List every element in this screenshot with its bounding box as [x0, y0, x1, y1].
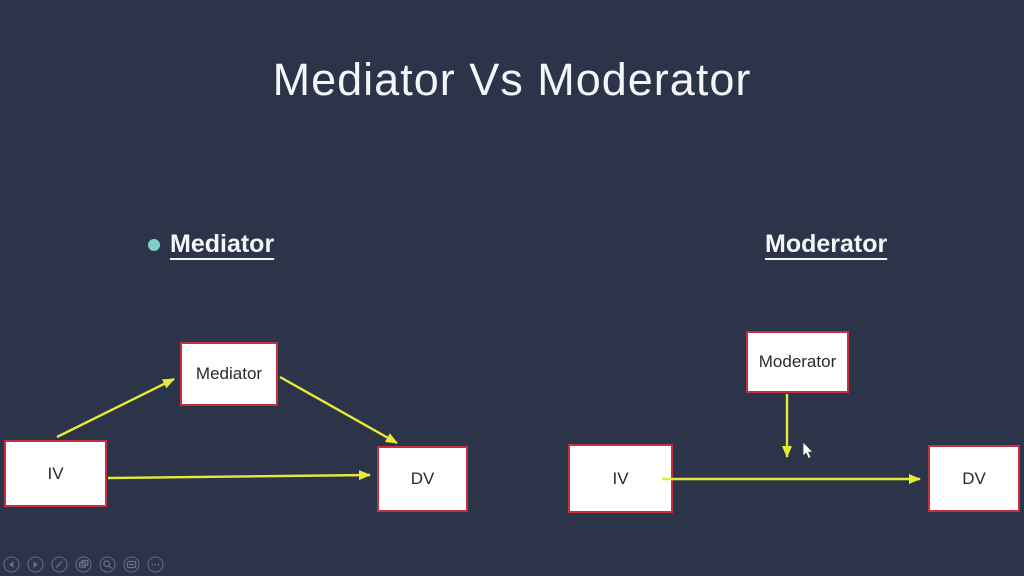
bullet-icon [148, 238, 160, 251]
slideshow-toolbar [3, 556, 164, 573]
mediator-label: Mediator [195, 364, 263, 383]
moderator-diagram-iv-box: IV [568, 444, 673, 513]
moderator-label: Moderator [758, 352, 837, 371]
iv-label: IV [47, 463, 64, 483]
mouse-cursor-icon [802, 441, 814, 459]
dv-label: DV [962, 468, 986, 488]
zoom-icon[interactable] [99, 556, 116, 573]
next-slide-icon[interactable] [27, 556, 44, 573]
see-all-slides-icon[interactable] [75, 556, 92, 573]
iv-label: IV [612, 468, 629, 488]
moderator-diagram-dv-box: DV [928, 445, 1020, 512]
moderator-diagram-moderator-box: Moderator [746, 331, 849, 393]
mediator-diagram-mediator-box: Mediator [180, 342, 278, 406]
moderator-heading: Moderator [765, 230, 888, 258]
captions-icon[interactable] [123, 556, 140, 573]
mediator-diagram-iv-box: IV [4, 440, 107, 507]
arrow-iv-to-dv-left [107, 470, 371, 481]
mediator-heading-row: Mediator [148, 230, 274, 259]
dv-label: DV [410, 469, 435, 488]
pen-tools-icon[interactable] [51, 556, 68, 573]
more-options-icon[interactable] [147, 556, 164, 573]
previous-slide-icon[interactable] [3, 556, 20, 573]
mediator-diagram-dv-box: DV [377, 446, 468, 512]
slide-title: Mediator Vs Moderator [272, 54, 752, 105]
arrow-iv-to-mediator [56, 377, 175, 439]
mediator-heading: Mediator [170, 230, 275, 258]
arrow-mediator-to-dv [279, 375, 398, 445]
